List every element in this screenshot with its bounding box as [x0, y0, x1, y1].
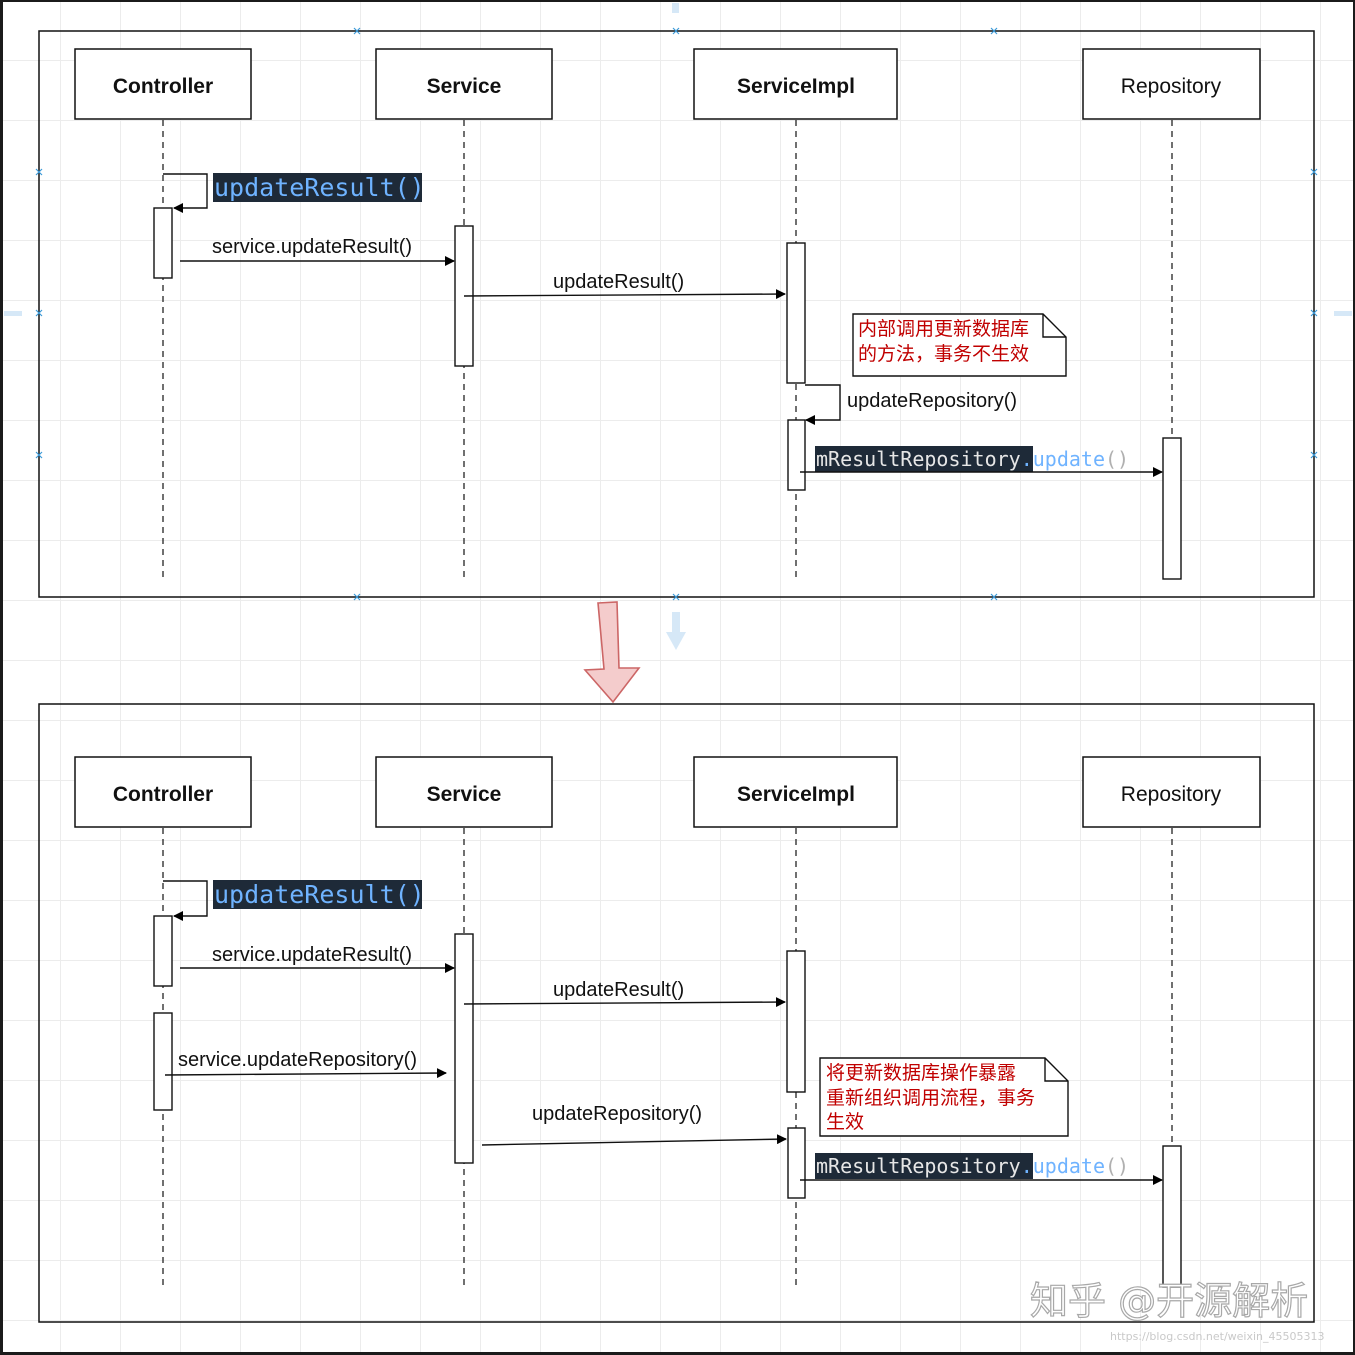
code-object: mResultRepository: [816, 1154, 1021, 1178]
participant-label: ServiceImpl: [737, 75, 855, 98]
participant-label: Controller: [113, 783, 213, 806]
activation-serviceimpl[interactable]: [786, 242, 806, 384]
activation-controller[interactable]: [153, 915, 173, 987]
code-method: .update: [1021, 1154, 1105, 1178]
code-object: mResultRepository: [816, 447, 1021, 471]
message-label: updateRepository(): [847, 390, 1017, 412]
self-call-arrow[interactable]: [805, 384, 841, 425]
faint-guide-arrow-icon: [4, 3, 1352, 650]
message-label: service.updateResult(): [212, 944, 412, 966]
activation-serviceimpl-self[interactable]: [787, 419, 806, 491]
repo-call-label: mResultRepository.update(): [816, 447, 1129, 471]
participant-label: Repository: [1121, 783, 1222, 806]
message-arrow[interactable]: [463, 289, 786, 300]
note-text-line: 的方法，事务不生效: [858, 343, 1029, 365]
message-label: service.updateRepository(): [178, 1049, 417, 1071]
note-text-line: 内部调用更新数据库: [858, 318, 1029, 340]
top-diagram: Controller Service ServiceImpl Repositor…: [35, 27, 1318, 601]
message-label: updateResult(): [553, 979, 684, 1001]
activation-repository[interactable]: [1162, 437, 1182, 580]
bottom-diagram-frame[interactable]: [38, 703, 1315, 1323]
participant-label: Service: [427, 783, 502, 806]
bottom-lifelines: [162, 828, 1173, 1288]
code-highlight-bg: [213, 880, 422, 909]
self-call-label: updateResult(): [214, 173, 425, 202]
message-arrow[interactable]: [463, 997, 786, 1008]
participant-label: ServiceImpl: [737, 783, 855, 806]
activation-repository[interactable]: [1162, 1145, 1182, 1288]
activation-controller-2[interactable]: [153, 1012, 173, 1111]
screenshot-border-bottom: [0, 1352, 1355, 1355]
watermark-text: 知乎 @开源解析: [1030, 1279, 1308, 1323]
participant-label: Controller: [113, 75, 213, 98]
watermark-url: https://blog.csdn.net/weixin_45505313: [1110, 1330, 1325, 1343]
note-text-line: 重新组织调用流程，事务: [826, 1087, 1035, 1109]
code-parens: (): [1105, 1154, 1129, 1178]
transition-arrow-icon: [583, 601, 641, 704]
bottom-participant-repository[interactable]: Repository: [1082, 756, 1261, 828]
participant-label: Repository: [1121, 75, 1222, 98]
bottom-diagram: Controller Service ServiceImpl Repositor…: [38, 703, 1315, 1323]
screenshot-border-left: [0, 0, 3, 1355]
message-label: updateResult(): [553, 271, 684, 293]
message-label: updateRepository(): [532, 1103, 702, 1125]
top-participant-service[interactable]: Service: [375, 48, 553, 120]
code-highlight-bg: [815, 446, 1033, 472]
top-lifelines: [162, 120, 1173, 580]
top-selection-handles: [35, 27, 1318, 601]
code-highlight-bg: [815, 1153, 1033, 1179]
top-participant-repository[interactable]: Repository: [1082, 48, 1261, 120]
message-arrow[interactable]: [164, 1068, 447, 1079]
self-call-arrow[interactable]: [163, 173, 208, 213]
bottom-participant-service[interactable]: Service: [375, 756, 553, 828]
self-call-label: updateResult(): [214, 880, 425, 909]
note-box[interactable]: 将更新数据库操作暴露 重新组织调用流程，事务 生效: [819, 1057, 1069, 1137]
note-box[interactable]: 内部调用更新数据库 的方法，事务不生效: [852, 313, 1067, 377]
bottom-participant-serviceimpl[interactable]: ServiceImpl: [693, 756, 898, 828]
screenshot-border-right: [1353, 0, 1355, 1355]
note-text-line: 将更新数据库操作暴露: [826, 1062, 1016, 1084]
self-call-arrow[interactable]: [163, 880, 208, 921]
bottom-participant-controller[interactable]: Controller: [74, 756, 252, 828]
code-parens: (): [1105, 447, 1129, 471]
participant-label: Service: [427, 75, 502, 98]
code-method: .update: [1021, 447, 1105, 471]
top-participant-controller[interactable]: Controller: [74, 48, 252, 120]
screenshot-border-top: [0, 0, 1355, 2]
message-arrow[interactable]: [481, 1134, 787, 1146]
message-label: service.updateResult(): [212, 236, 412, 258]
activation-controller[interactable]: [153, 207, 173, 279]
activation-serviceimpl[interactable]: [786, 950, 806, 1093]
top-participant-serviceimpl[interactable]: ServiceImpl: [693, 48, 898, 120]
code-highlight-bg: [213, 173, 422, 202]
repo-call-label: mResultRepository.update(): [816, 1154, 1129, 1178]
note-text-line: 生效: [826, 1111, 864, 1133]
activation-serviceimpl-2[interactable]: [787, 1127, 806, 1199]
activation-service[interactable]: [454, 933, 474, 1164]
